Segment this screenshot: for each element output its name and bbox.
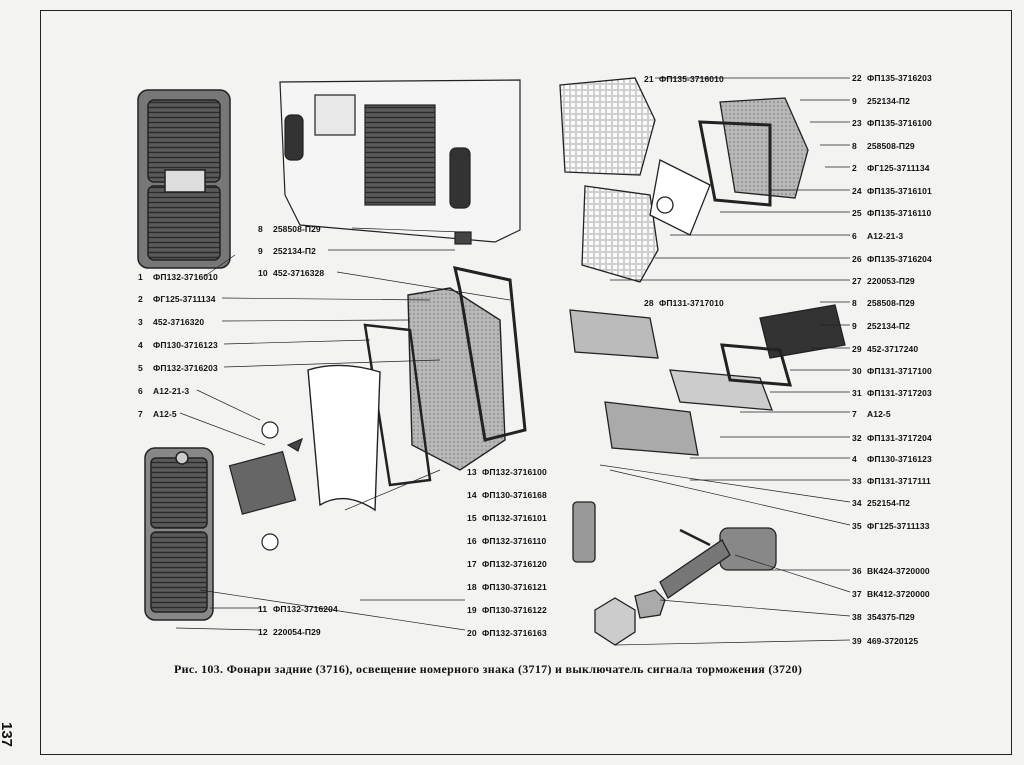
bulb-socket-plate xyxy=(228,421,303,551)
brake-switch-parts xyxy=(572,501,777,646)
figure-caption: Рис. 103. Фонари задние (3716), освещени… xyxy=(174,662,803,676)
rear-lamp-assembled-bottom xyxy=(144,447,214,621)
rear-lamp-assembled-top xyxy=(137,89,231,269)
lamp-body-exploded xyxy=(307,266,527,512)
leader-lines xyxy=(175,77,851,646)
license-plate-lamp-exploded xyxy=(569,304,846,456)
page-border xyxy=(40,10,1012,755)
vehicle-rear-view xyxy=(279,79,521,245)
right-lamp-exploded xyxy=(559,77,809,283)
